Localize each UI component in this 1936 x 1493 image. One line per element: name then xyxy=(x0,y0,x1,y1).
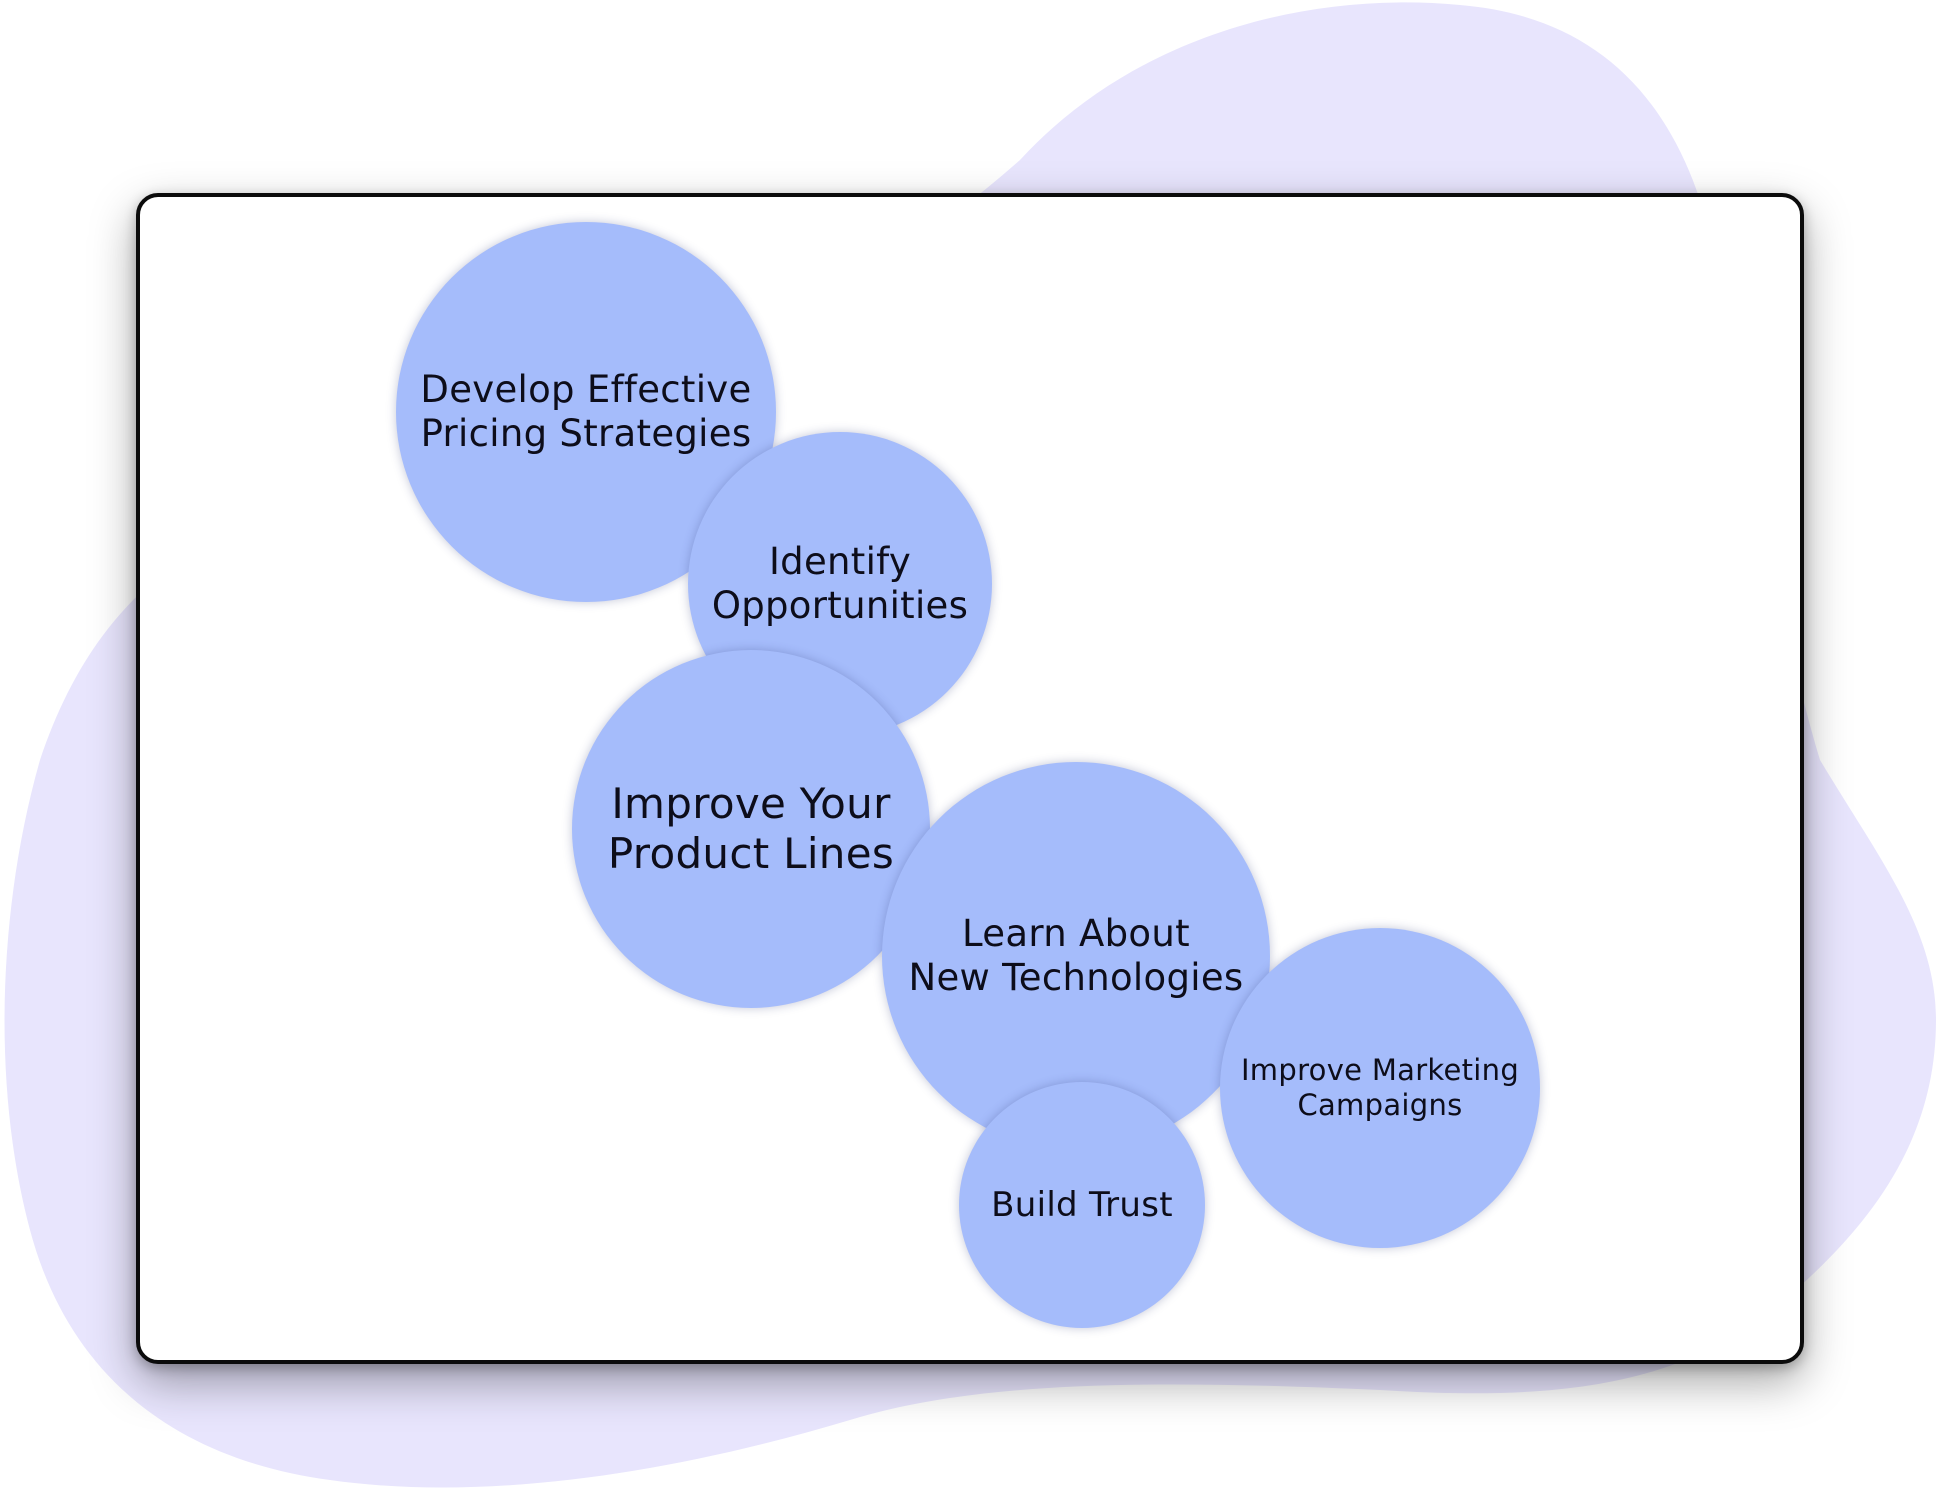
bubble-label: Develop Effective Pricing Strategies xyxy=(420,367,752,455)
bubble-improve-marketing-campaigns: Improve Marketing Campaigns xyxy=(1220,928,1540,1248)
bubble-label: Identify Opportunities xyxy=(711,539,969,627)
bubble-label: Improve Your Product Lines xyxy=(607,778,895,878)
bubble-improve-your-product-lines: Improve Your Product Lines xyxy=(572,650,930,1008)
bubble-label: Learn About New Technologies xyxy=(908,911,1244,999)
bubble-build-trust: Build Trust xyxy=(959,1082,1205,1328)
bubble-label: Build Trust xyxy=(991,1184,1173,1225)
bubble-label: Improve Marketing Campaigns xyxy=(1240,1053,1520,1122)
